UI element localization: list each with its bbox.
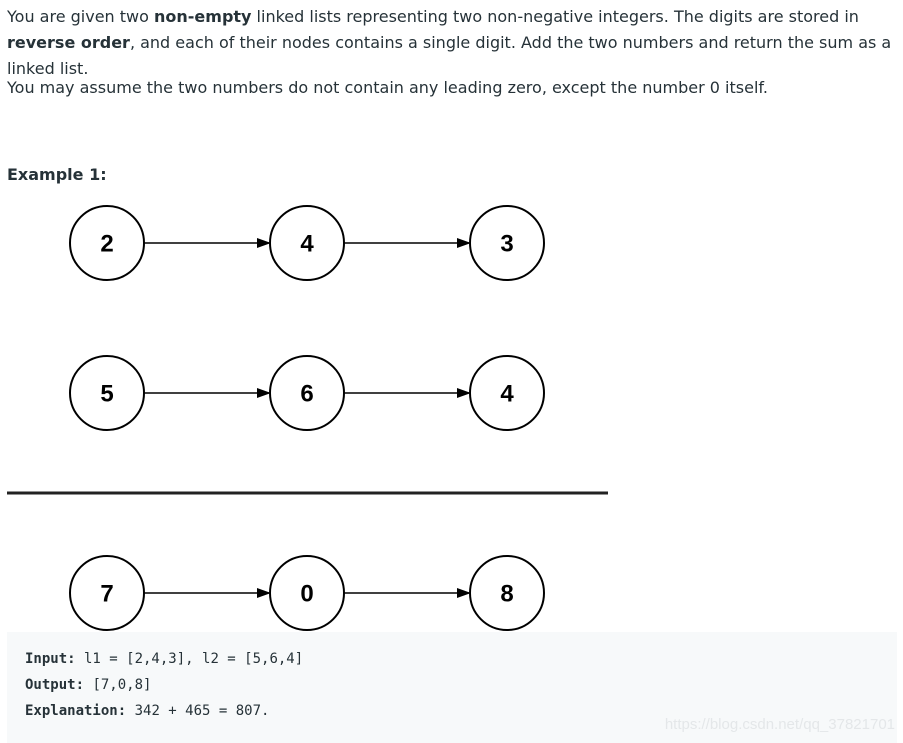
- watermark: https://blog.csdn.net/qq_37821701: [664, 716, 895, 733]
- output-line: Output: [7,0,8]: [25, 672, 897, 698]
- list-node-l1: 3: [469, 205, 545, 281]
- example-code-block: Input: l1 = [2,4,3], l2 = [5,6,4] Output…: [7, 632, 897, 743]
- node-circle: [269, 555, 345, 631]
- list-node-sum: 7: [69, 555, 145, 631]
- node-circle: [469, 355, 545, 431]
- list-node-l2: 5: [69, 355, 145, 431]
- explanation-label: Explanation:: [25, 703, 127, 719]
- node-digit: 4: [500, 381, 514, 408]
- list-node-l1: 4: [269, 205, 345, 281]
- node-digit: 7: [100, 581, 113, 608]
- node-digit: 3: [500, 231, 513, 258]
- node-digit: 2: [100, 231, 113, 258]
- emphasis-non-empty: non-empty: [154, 7, 252, 26]
- input-line: Input: l1 = [2,4,3], l2 = [5,6,4]: [25, 646, 897, 672]
- input-label: Input:: [25, 651, 76, 667]
- node-digit: 4: [300, 231, 314, 258]
- node-circle: [469, 205, 545, 281]
- output-value: [7,0,8]: [84, 677, 152, 693]
- explanation-line: Explanation: 342 + 465 = 807.: [25, 698, 897, 724]
- list-node-l1: 2: [69, 205, 145, 281]
- node-digit: 5: [100, 381, 113, 408]
- node-circle: [269, 205, 345, 281]
- node-circle: [69, 355, 145, 431]
- node-circle: [269, 355, 345, 431]
- problem-description: You are given two non-empty linked lists…: [7, 4, 895, 82]
- assumption-note: You may assume the two numbers do not co…: [7, 78, 768, 97]
- description-text: You are given two: [7, 7, 154, 26]
- node-circle: [469, 555, 545, 631]
- node-circle: [69, 205, 145, 281]
- linked-list-diagram: 2 4 3 5 6 4 7 0 8: [7, 205, 608, 631]
- node-circle: [69, 555, 145, 631]
- node-digit: 6: [300, 381, 313, 408]
- node-digit: 8: [500, 581, 513, 608]
- example-title: Example 1:: [7, 165, 107, 184]
- output-label: Output:: [25, 677, 85, 693]
- node-digit: 0: [300, 581, 313, 608]
- input-value: l1 = [2,4,3], l2 = [5,6,4]: [75, 651, 304, 667]
- list-node-l2: 6: [269, 355, 345, 431]
- explanation-value: 342 + 465 = 807.: [126, 703, 270, 719]
- list-node-sum: 8: [469, 555, 545, 631]
- description-text: , and each of their nodes contains a sin…: [7, 33, 892, 78]
- list-node-sum: 0: [269, 555, 345, 631]
- list-node-l2: 4: [469, 355, 545, 431]
- emphasis-reverse-order: reverse order: [7, 33, 130, 52]
- description-text: linked lists representing two non-negati…: [251, 7, 859, 26]
